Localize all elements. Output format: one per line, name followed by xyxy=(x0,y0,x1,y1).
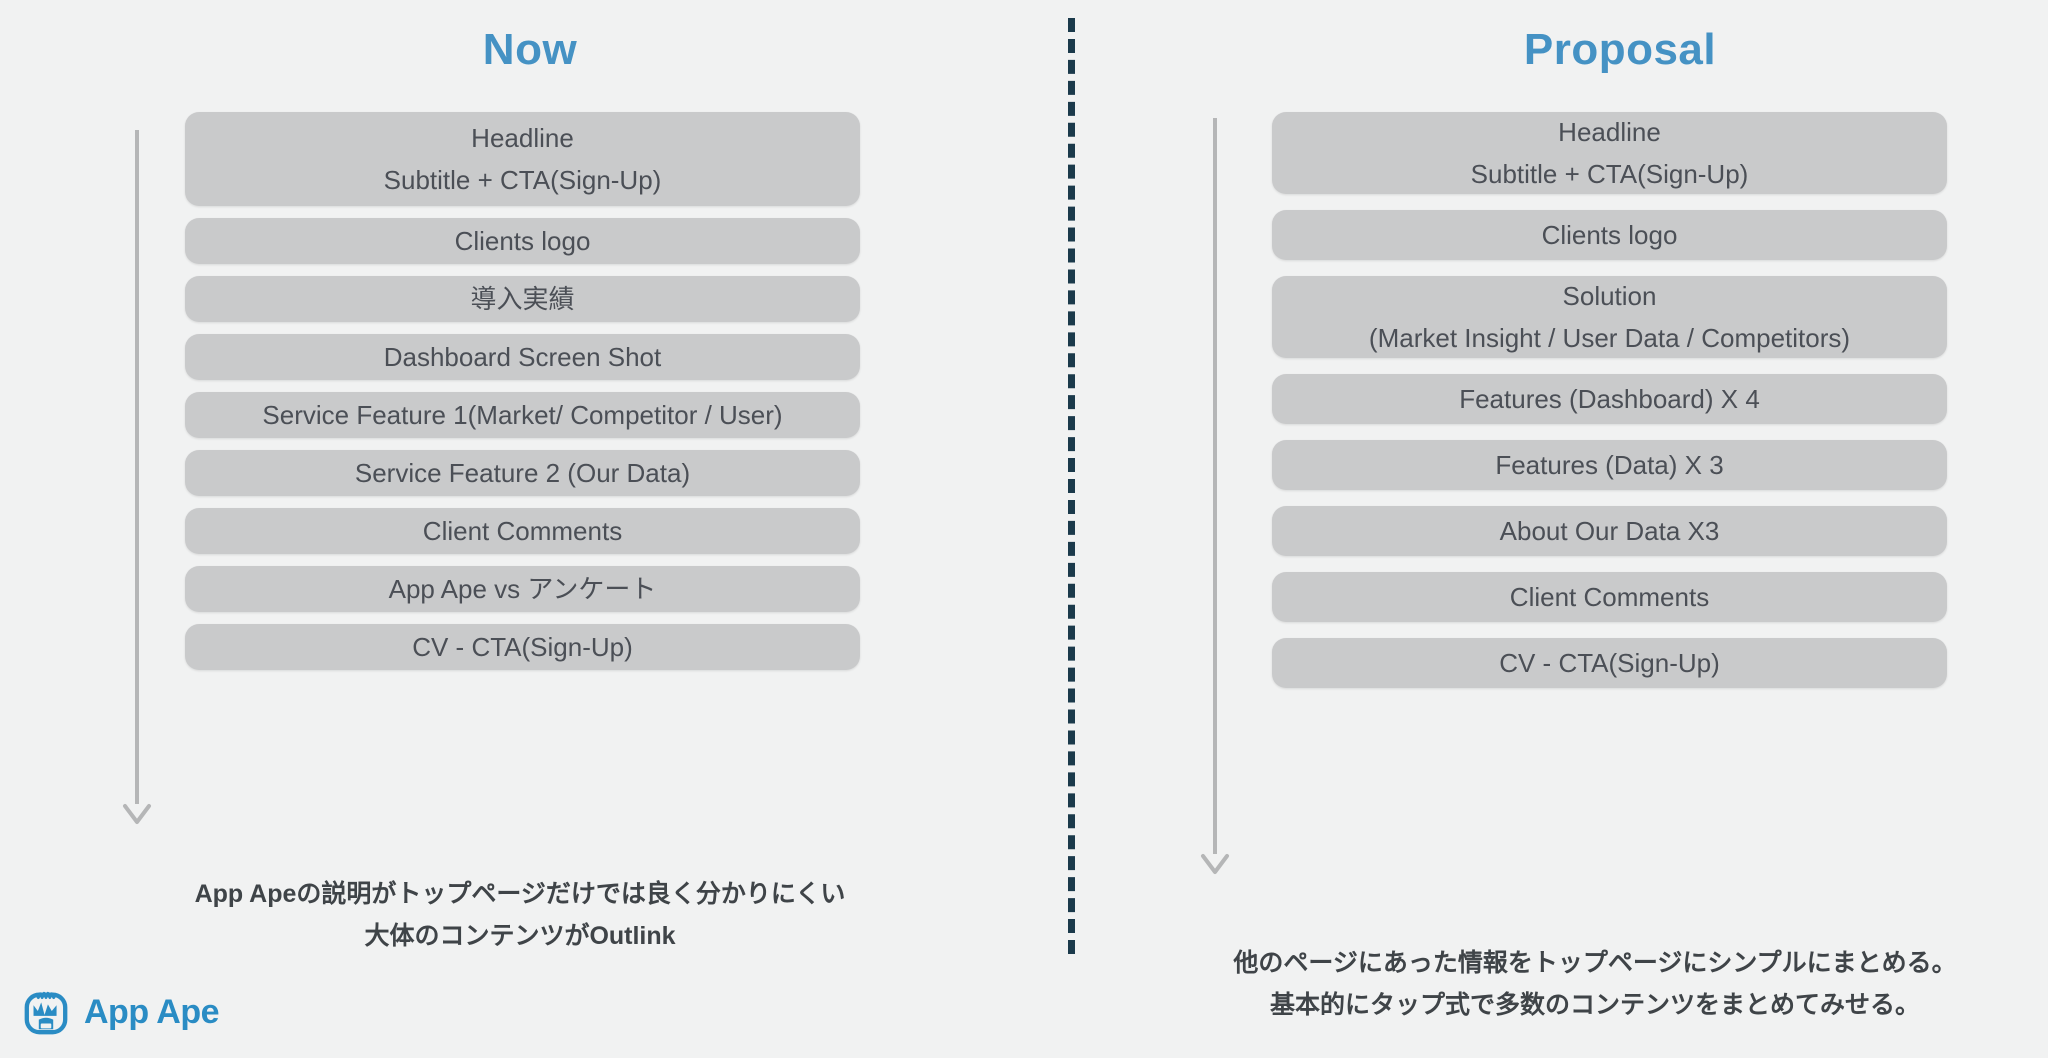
flow-box[interactable]: Features (Data) X 3 xyxy=(1272,440,1947,490)
flow-box-line: Solution xyxy=(1562,281,1657,311)
arrow-head-icon xyxy=(1200,850,1230,880)
caption-line: App Apeの説明がトップページだけでは良く分かりにくい xyxy=(194,880,846,908)
flow-box[interactable]: Service Feature 2 (Our Data) xyxy=(185,450,860,496)
arrow-head-icon xyxy=(122,800,152,830)
flow-box[interactable]: App Ape vs アンケート xyxy=(185,566,860,612)
arrow-shaft xyxy=(1213,118,1217,854)
flow-box[interactable]: CV - CTA(Sign-Up) xyxy=(185,624,860,670)
flow-box[interactable]: Client Comments xyxy=(185,508,860,554)
flow-box-line: App Ape vs アンケート xyxy=(388,574,657,604)
flow-box[interactable]: CV - CTA(Sign-Up) xyxy=(1272,638,1947,688)
column-title-now: Now xyxy=(482,25,578,74)
flow-box-line: Subtitle + CTA(Sign-Up) xyxy=(383,165,662,195)
flow-box-line: Subtitle + CTA(Sign-Up) xyxy=(1470,159,1749,189)
column-title-proposal: Proposal xyxy=(1523,25,1717,74)
app-ape-logo: App Ape xyxy=(22,988,220,1036)
flow-box[interactable]: Clients logo xyxy=(185,218,860,264)
vertical-dashed-divider xyxy=(1068,18,1075,954)
flow-box-line: 導入実績 xyxy=(470,284,575,314)
flow-arrow-now xyxy=(122,130,152,830)
column-proposal: Proposal xyxy=(1195,0,1985,75)
flow-box-line: About Our Data X3 xyxy=(1499,516,1720,546)
caption-line: 他のページにあった情報をトップページにシンプルにまとめる。 xyxy=(1233,949,1957,977)
caption-line: 大体のコンテンツがOutlink xyxy=(364,922,676,950)
flow-box[interactable]: Clients logo xyxy=(1272,210,1947,260)
flow-box-line: (Market Insight / User Data / Competitor… xyxy=(1368,323,1851,353)
flow-box-line: Service Feature 2 (Our Data) xyxy=(354,458,691,488)
caption-now: App Apeの説明がトップページだけでは良く分かりにくい大体のコンテンツがOu… xyxy=(120,873,920,957)
flow-box-line: Service Feature 1(Market/ Competitor / U… xyxy=(262,400,783,430)
flow-arrow-proposal xyxy=(1200,118,1230,880)
caption-proposal: 他のページにあった情報をトップページにシンプルにまとめる。基本的にタップ式で多数… xyxy=(1180,942,2010,1026)
flow-box-line: Features (Dashboard) X 4 xyxy=(1459,384,1760,414)
column-now: Now xyxy=(120,0,880,75)
flow-box[interactable]: 導入実績 xyxy=(185,276,860,322)
flow-box[interactable]: Client Comments xyxy=(1272,572,1947,622)
flow-box-line: CV - CTA(Sign-Up) xyxy=(412,632,633,662)
arrow-shaft xyxy=(135,130,139,804)
app-ape-mark-icon xyxy=(22,988,70,1036)
flow-box-line: CV - CTA(Sign-Up) xyxy=(1499,648,1720,678)
caption-line: 基本的にタップ式で多数のコンテンツをまとめてみせる。 xyxy=(1269,991,1920,1019)
flow-box-line: Client Comments xyxy=(1509,582,1710,612)
flow-box-line: Headline xyxy=(1558,117,1661,147)
flow-box[interactable]: Dashboard Screen Shot xyxy=(185,334,860,380)
flow-box-line: Clients logo xyxy=(454,226,591,256)
flow-box-line: Dashboard Screen Shot xyxy=(383,342,662,372)
flow-box[interactable]: Service Feature 1(Market/ Competitor / U… xyxy=(185,392,860,438)
flow-box-line: Client Comments xyxy=(422,516,623,546)
flow-box-line: Features (Data) X 3 xyxy=(1495,450,1724,480)
flow-box-line: Clients logo xyxy=(1541,220,1678,250)
flow-box[interactable]: About Our Data X3 xyxy=(1272,506,1947,556)
flow-box-line: Headline xyxy=(471,123,574,153)
app-ape-wordmark: App Ape xyxy=(84,992,220,1031)
flow-box[interactable]: Features (Dashboard) X 4 xyxy=(1272,374,1947,424)
flow-box[interactable]: Solution (Market Insight / User Data / Co… xyxy=(1272,276,1947,358)
